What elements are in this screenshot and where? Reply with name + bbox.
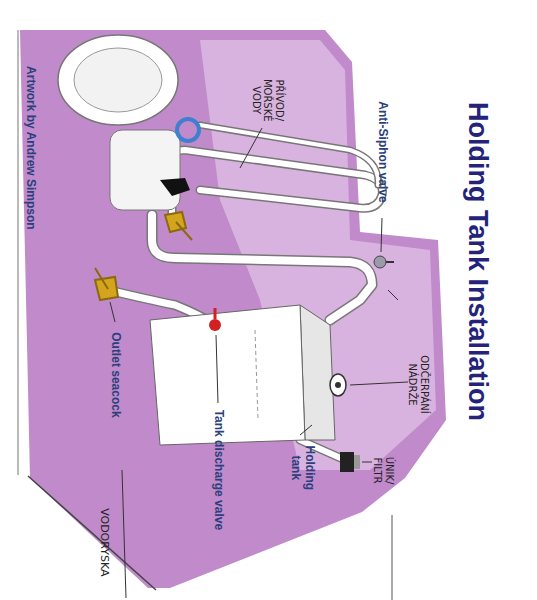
flush-pipe-outline: [200, 125, 378, 185]
inlet-ring: [177, 119, 199, 141]
toilet: [58, 35, 199, 210]
outlet-seacock: [95, 268, 118, 300]
toilet-pedestal: [110, 130, 180, 210]
vent-body: [340, 452, 354, 472]
handwritten-note: PŘÍVOD/ MOŘSKÉ VODY: [251, 74, 286, 126]
leader-line: [388, 290, 398, 300]
valve-body: [209, 319, 221, 331]
pumpout-fitting: [330, 374, 346, 396]
tank-level-line: [255, 330, 258, 420]
anti-siphon-valve: [374, 256, 386, 268]
tank-top: [300, 305, 335, 440]
leader-line: [300, 425, 312, 435]
toilet-seat: [74, 48, 162, 112]
credit: Artwork by Andrew Simpson: [23, 66, 37, 230]
pump-handle: [160, 178, 190, 196]
leader-line: [350, 382, 408, 385]
vent-cap: [354, 455, 360, 469]
handwritten-note: ÚNIK/ FILTR: [372, 450, 395, 490]
valve-handle: [214, 308, 217, 319]
handwritten-note: ODČERPÁNÍ NÁDRŽE: [407, 347, 430, 421]
inlet-pipe: [172, 150, 382, 215]
part-label: Outlet seacock: [108, 332, 122, 417]
leader-line: [362, 462, 372, 463]
pumpout-center: [335, 382, 341, 388]
flush-pipe: [200, 125, 378, 185]
tank-front: [150, 305, 305, 445]
side-line: [392, 515, 393, 600]
toilet-bowl: [58, 35, 178, 125]
leader-lines: [110, 128, 408, 462]
anti-siphon-stem: [386, 261, 394, 263]
part-label: Tank discharge valve: [211, 410, 225, 531]
leader-line: [216, 335, 218, 403]
tank-discharge-valve: [209, 308, 221, 331]
inlet-pipe-outline: [172, 150, 382, 215]
keel-line: [18, 30, 19, 475]
part-label: Anti-Siphon valve: [375, 101, 389, 202]
vent-filter: [340, 452, 360, 472]
waterline: [122, 470, 126, 598]
pumpout-cap: [330, 374, 346, 396]
holding-tank: [150, 305, 335, 445]
pipes: [108, 125, 382, 460]
title: Holding Tank Installation: [462, 102, 493, 421]
handwritten-note: VODORYSKA: [98, 508, 111, 576]
part-label: Holding tank: [288, 438, 316, 498]
leader-line: [381, 218, 382, 252]
leader-line: [240, 128, 262, 168]
leader-line: [110, 302, 115, 322]
inlet-seacock: [165, 212, 192, 240]
hull-line: [28, 476, 156, 590]
hull-interior: [20, 30, 446, 588]
